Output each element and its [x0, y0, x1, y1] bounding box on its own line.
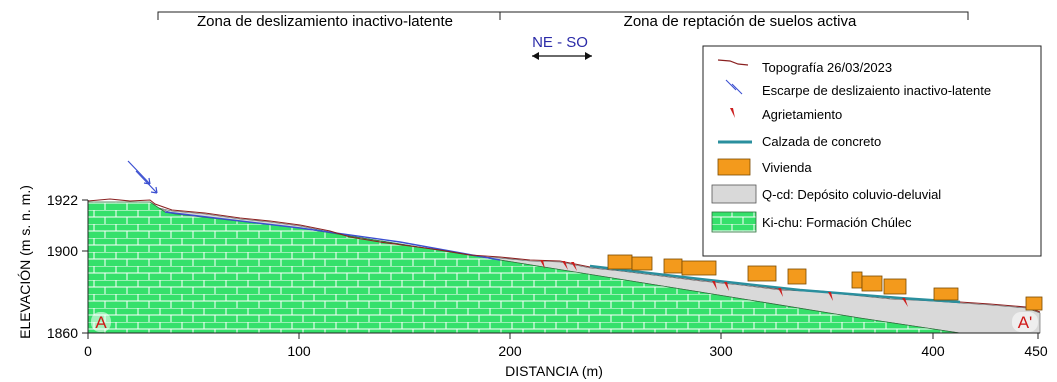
x-tick-label: 100 [287, 343, 311, 359]
y-tick-label: 1922 [47, 192, 78, 208]
x-axis-title: DISTANCIA (m) [505, 363, 603, 379]
zone-left-label: Zona de deslizamiento inactivo-latente [197, 13, 453, 30]
house-block-icon [717, 158, 751, 176]
x-tick-label: 400 [921, 343, 945, 359]
house-block [631, 256, 653, 271]
legend-box [702, 45, 1042, 257]
section-start-marker: A [95, 313, 107, 332]
crack-mark [562, 261, 568, 270]
y-ticks [82, 199, 88, 334]
section-markers: A A' [91, 312, 1038, 332]
concrete-road [589, 264, 961, 304]
y-tick-label: 1860 [47, 325, 78, 341]
slide-surface [164, 211, 501, 261]
x-ticks [87, 333, 1039, 339]
house-block [851, 271, 863, 289]
legend-label: Topografía 26/03/2023 [762, 60, 892, 75]
crack-mark [724, 282, 729, 291]
zone-right-label: Zona de reptación de suelos activa [624, 13, 857, 30]
crack-mark [828, 292, 833, 301]
formation-fill-icon [711, 211, 757, 233]
y-tick-label: 1900 [47, 243, 78, 259]
topography-line-icon [717, 59, 749, 66]
scarp-symbol [127, 160, 158, 194]
x-tick-label: 300 [709, 343, 733, 359]
x-tick-label: 450 [1024, 343, 1048, 359]
legend-label: Escarpe de deslizaiento inactivo-latente [762, 83, 991, 98]
x-tick-label: 0 [84, 343, 92, 359]
zone-brackets: Zona de deslizamiento inactivo-latente Z… [157, 11, 969, 30]
crack-mark [712, 281, 717, 290]
axes: 1922 1900 1860 0 100 200 300 400 450 DIS… [17, 185, 1048, 379]
legend-label: Calzada de concreto [762, 134, 881, 149]
house-block [787, 268, 807, 285]
house-block [1025, 296, 1043, 311]
crack-icon [730, 108, 735, 118]
houses [607, 254, 1043, 311]
geology [87, 198, 1041, 334]
section-end-marker: A' [1018, 313, 1033, 332]
legend: Topografía 26/03/2023 Escarpe de desliza… [702, 45, 1042, 257]
house-block [861, 275, 883, 292]
house-block [747, 265, 777, 282]
cracks [540, 260, 908, 307]
legend-label: Ki-chu: Formación Chúlec [762, 215, 912, 230]
y-axis-title: ELEVACIÓN (m s. n. m.) [17, 185, 33, 339]
house-block [933, 287, 959, 301]
direction-label: NE - SO [532, 34, 588, 51]
scarp-arrow-icon [725, 79, 743, 95]
crack-mark [571, 262, 577, 271]
house-block [681, 260, 717, 276]
crack-mark [902, 298, 908, 307]
house-block [883, 278, 907, 295]
crack-mark [540, 260, 545, 269]
crack-mark [778, 288, 783, 297]
house-block [663, 258, 683, 274]
x-tick-label: 200 [498, 343, 522, 359]
house-block [607, 254, 633, 270]
direction-indicator: NE - SO [532, 34, 592, 60]
legend-label: Q-cd: Depósito coluvio-deluvial [762, 187, 941, 202]
deposit-fill-icon [711, 184, 757, 204]
legend-label: Agrietamiento [762, 107, 842, 122]
legend-label: Vivienda [762, 160, 812, 175]
